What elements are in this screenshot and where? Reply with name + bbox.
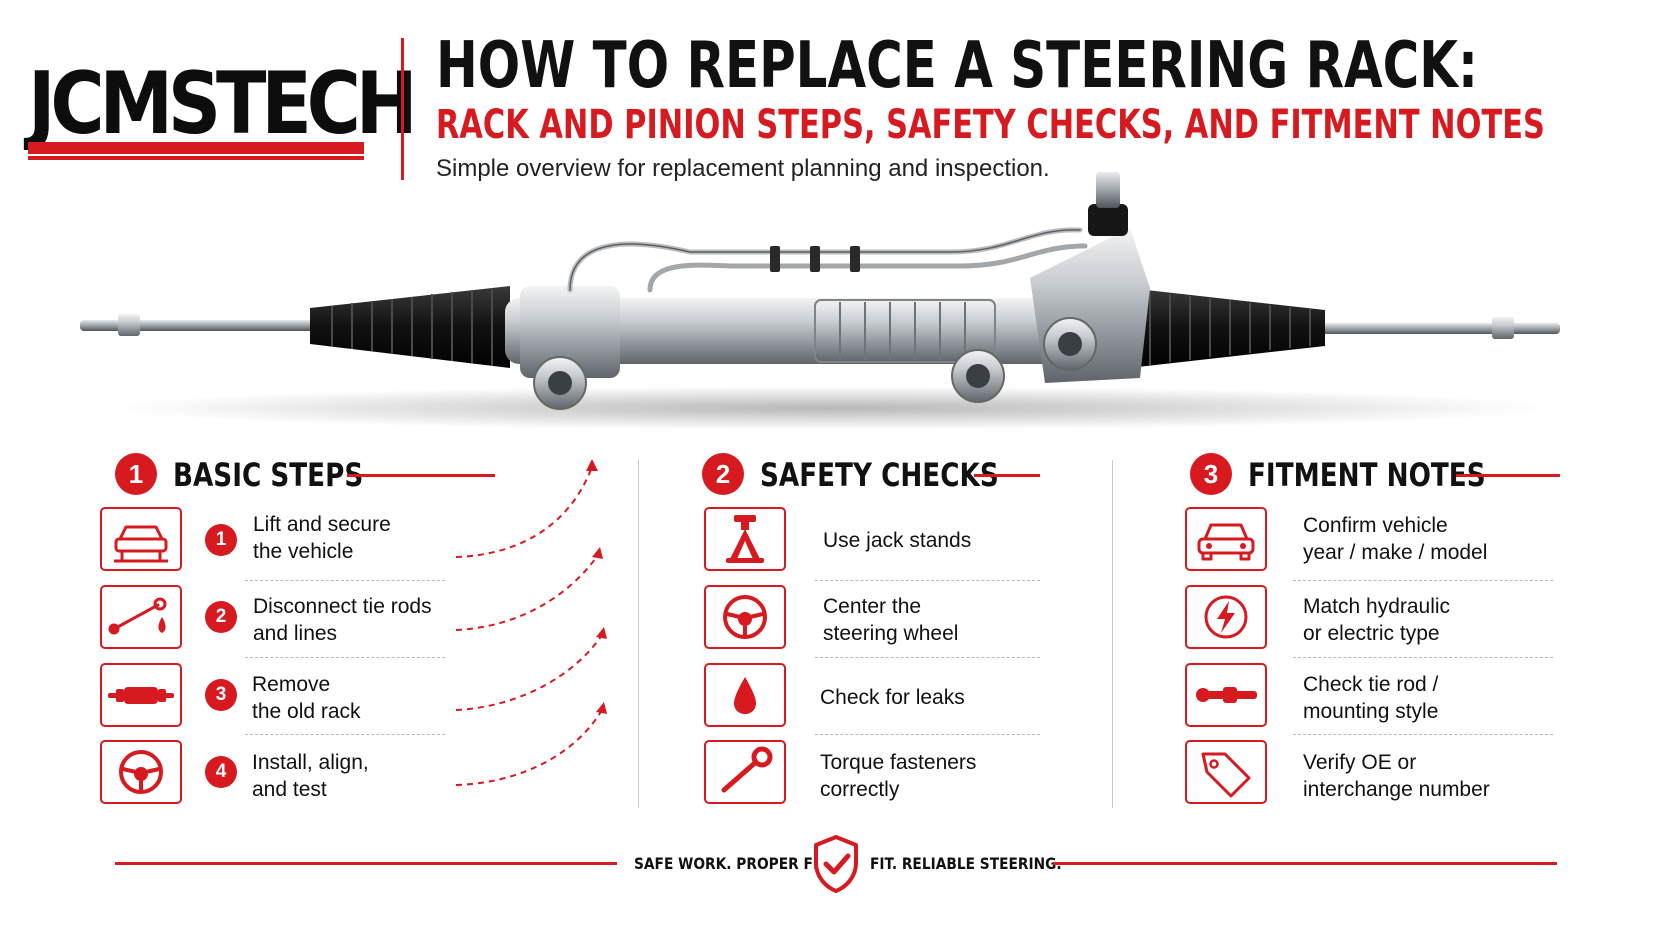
rack-center-section [814,299,996,363]
rack-icon [100,663,182,727]
item-separator [1293,734,1553,735]
step-number: 4 [205,756,237,788]
item-separator [815,657,1040,658]
logo-text: JCMSTECH [28,54,418,154]
brand-logo: JCMSTECH [28,56,418,160]
page-tagline: Simple overview for replacement planning… [436,155,1050,182]
tie-rod-end-icon [1185,663,1267,727]
section-title-rule [974,474,1040,477]
shield-check-icon [814,835,858,893]
section-fitment-notes-header: 3 FITMENT NOTES [1190,453,1560,497]
tie-rod-icon [100,585,182,649]
column-divider-1 [638,460,639,808]
step-text: Install, align,and test [252,751,369,801]
item-separator [1293,657,1553,658]
logo-underline-thin [28,156,364,160]
section-number: 2 [702,453,744,495]
item-separator [815,734,1040,735]
step-number: 2 [205,601,237,633]
footer-rule-right [1053,862,1557,865]
steering-wheel-icon [100,740,182,804]
progress-arrows [455,459,607,786]
check-text: Check for leaks [820,686,965,709]
lightning-icon [1185,585,1267,649]
left-jam-nut [118,314,140,336]
item-separator [245,657,445,658]
logo-underline [28,142,364,154]
tag-icon [1185,740,1267,804]
steering-rack-illustration [80,172,1560,430]
pinion-seal [1088,204,1128,236]
left-tie-rod [80,320,320,331]
section-title: BASIC STEPS [173,456,364,494]
header-divider [401,38,404,180]
section-safety-checks-header: 2 SAFETY CHECKS [702,453,1042,497]
rack-ribs [839,302,966,360]
section-title-rule [347,474,495,477]
rack-shadow [110,386,1550,430]
section-title-rule [1456,474,1560,477]
section-title: FITMENT NOTES [1248,456,1486,494]
footer-right-text: FIT. RELIABLE STEERING. [870,854,1062,873]
step-number: 3 [205,679,237,711]
pinion-shaft [1096,172,1120,208]
footer-rule-left [115,862,617,865]
hydraulic-lines [567,227,1088,293]
page-title: HOW TO REPLACE A STEERING RACK: [436,29,1478,103]
fitment-text: Check tie rod /mounting style [1303,673,1439,723]
left-boot [310,286,510,368]
section-number: 3 [1190,453,1232,495]
right-jam-nut [1492,317,1514,339]
check-text: Use jack stands [823,529,972,552]
item-separator [245,580,445,581]
item-separator [1293,580,1553,581]
step-number: 1 [205,524,237,556]
item-separator [815,580,1040,581]
jack-stand-icon [704,507,786,571]
line-clamps [770,246,860,272]
wrench-icon [704,740,786,804]
section-number: 1 [115,453,157,495]
car-icon [1185,507,1267,571]
section-title: SAFETY CHECKS [760,456,999,494]
left-mount-bracket [520,286,620,378]
section-basic-steps-header: 1 BASIC STEPS [115,453,495,497]
item-separator [245,734,445,735]
steering-wheel-icon [704,585,786,649]
fluid-drop-icon [704,663,786,727]
right-tie-rod [1320,323,1560,334]
page-subtitle: RACK AND PINION STEPS, SAFETY CHECKS, AN… [436,102,1545,148]
column-divider-2 [1112,460,1113,808]
footer-left-text: SAFE WORK. PROPER FIT. [634,854,831,873]
car-lift-icon [100,507,182,571]
